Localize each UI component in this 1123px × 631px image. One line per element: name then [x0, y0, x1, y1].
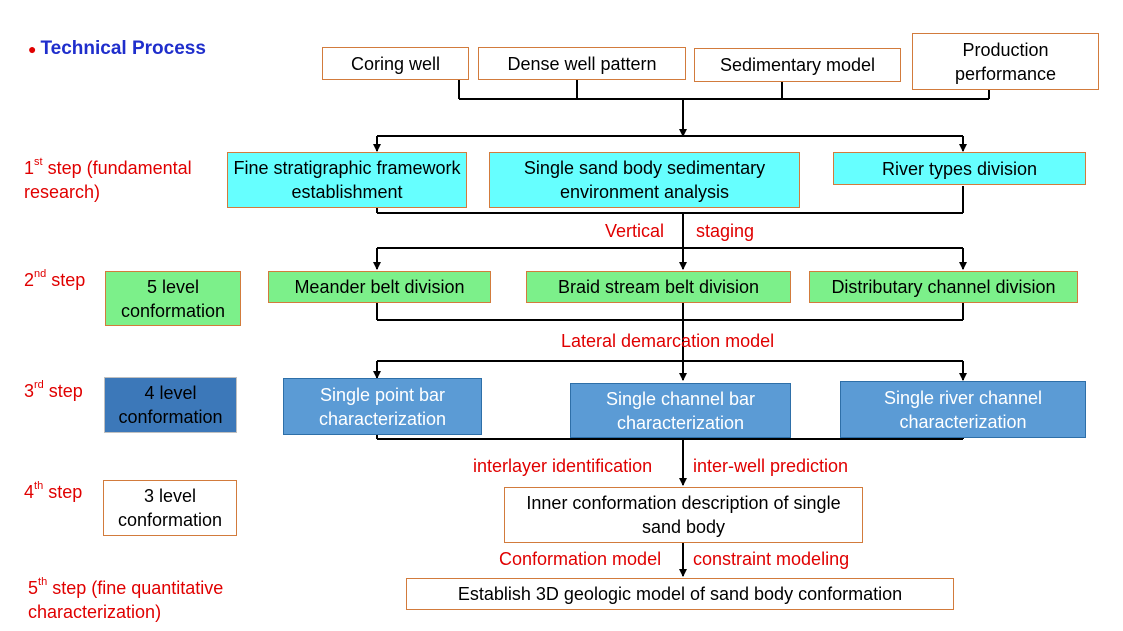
source-sedimentary-model: Sedimentary model: [694, 48, 901, 82]
box-braid-stream-belt: Braid stream belt division: [526, 271, 791, 303]
step5-label: 5th step (fine quantitative characteriza…: [28, 576, 224, 622]
box-stratigraphic-framework: Fine stratigraphic framework establishme…: [227, 152, 467, 208]
step3-label: 3rd step: [24, 379, 83, 401]
label-constraint-modeling: constraint modeling: [693, 549, 850, 569]
box-river-channel: Single river channel characterization: [840, 381, 1086, 438]
bullet-icon: ●: [28, 41, 37, 57]
source-production-performance: Production performance: [912, 33, 1099, 90]
label-staging: staging: [696, 221, 755, 241]
label-interlayer: interlayer identification: [473, 456, 653, 476]
step2-label: 2nd step: [24, 268, 86, 290]
box-inner-conformation: Inner conformation description of single…: [504, 487, 863, 543]
step4-label: 4th step: [24, 480, 83, 502]
level-3-conformation: 3 level conformation: [103, 480, 237, 536]
label-lateral-demarcation: Lateral demarcation model: [561, 331, 775, 351]
box-river-types-division: River types division: [833, 152, 1086, 185]
box-channel-bar: Single channel bar characterization: [570, 383, 791, 438]
label-conformation-model: Conformation model: [499, 549, 662, 569]
box-distributary-channel: Distributary channel division: [809, 271, 1078, 303]
page-title: ●Technical Process: [28, 38, 206, 60]
box-meander-belt: Meander belt division: [268, 271, 491, 303]
level-4-conformation: 4 level conformation: [104, 377, 237, 433]
source-dense-well-pattern: Dense well pattern: [478, 47, 686, 80]
box-point-bar: Single point bar characterization: [283, 378, 482, 435]
label-vertical: Vertical: [605, 221, 665, 241]
label-interwell: inter-well prediction: [693, 456, 849, 476]
step1-label: 1st step (fundamental research): [24, 156, 192, 202]
level-5-conformation: 5 level conformation: [105, 271, 241, 326]
box-3d-geologic-model: Establish 3D geologic model of sand body…: [406, 578, 954, 610]
page-title-text: Technical Process: [40, 38, 206, 59]
source-coring-well: Coring well: [322, 47, 469, 80]
box-sand-body-environment: Single sand body sedimentary environment…: [489, 152, 800, 208]
